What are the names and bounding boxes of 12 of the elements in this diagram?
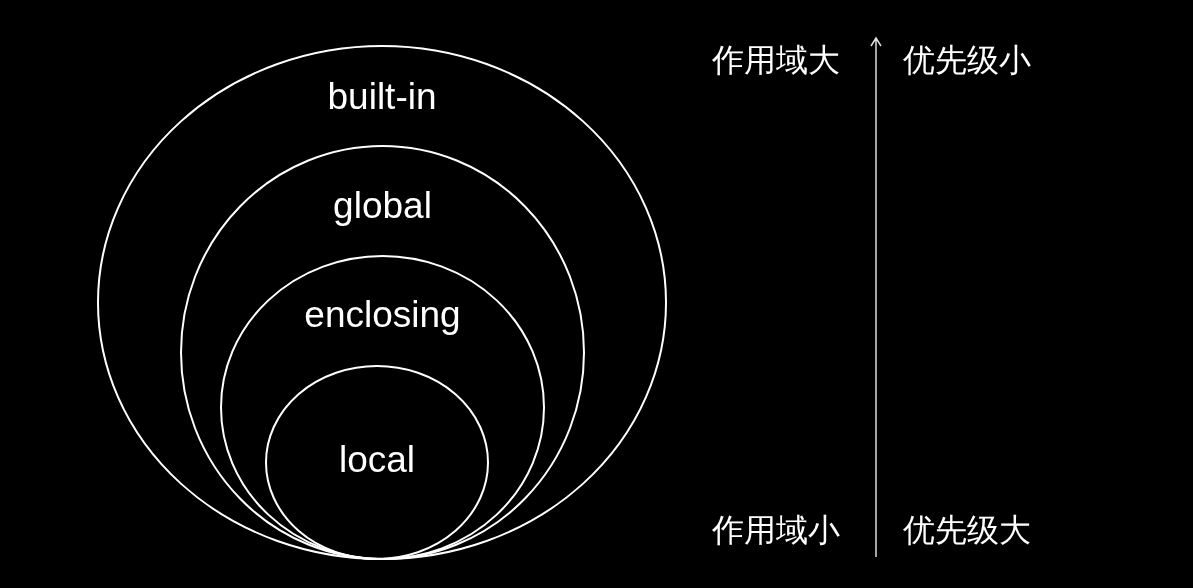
scale-label: 优先级大 [903, 511, 1031, 549]
scale-label: 优先级小 [903, 41, 1031, 79]
scale-label: 作用域大 [712, 41, 840, 79]
scope-label: built-in [326, 76, 438, 118]
scope-ellipse [180, 145, 585, 560]
scope-ellipse [97, 45, 667, 560]
scope-ellipse [265, 365, 489, 560]
scope-ellipse [220, 255, 545, 560]
scale-label: 作用域小 [712, 511, 840, 549]
scope-label: enclosing [303, 294, 462, 336]
scope-label: global [332, 185, 433, 227]
scope-label: local [337, 439, 417, 481]
